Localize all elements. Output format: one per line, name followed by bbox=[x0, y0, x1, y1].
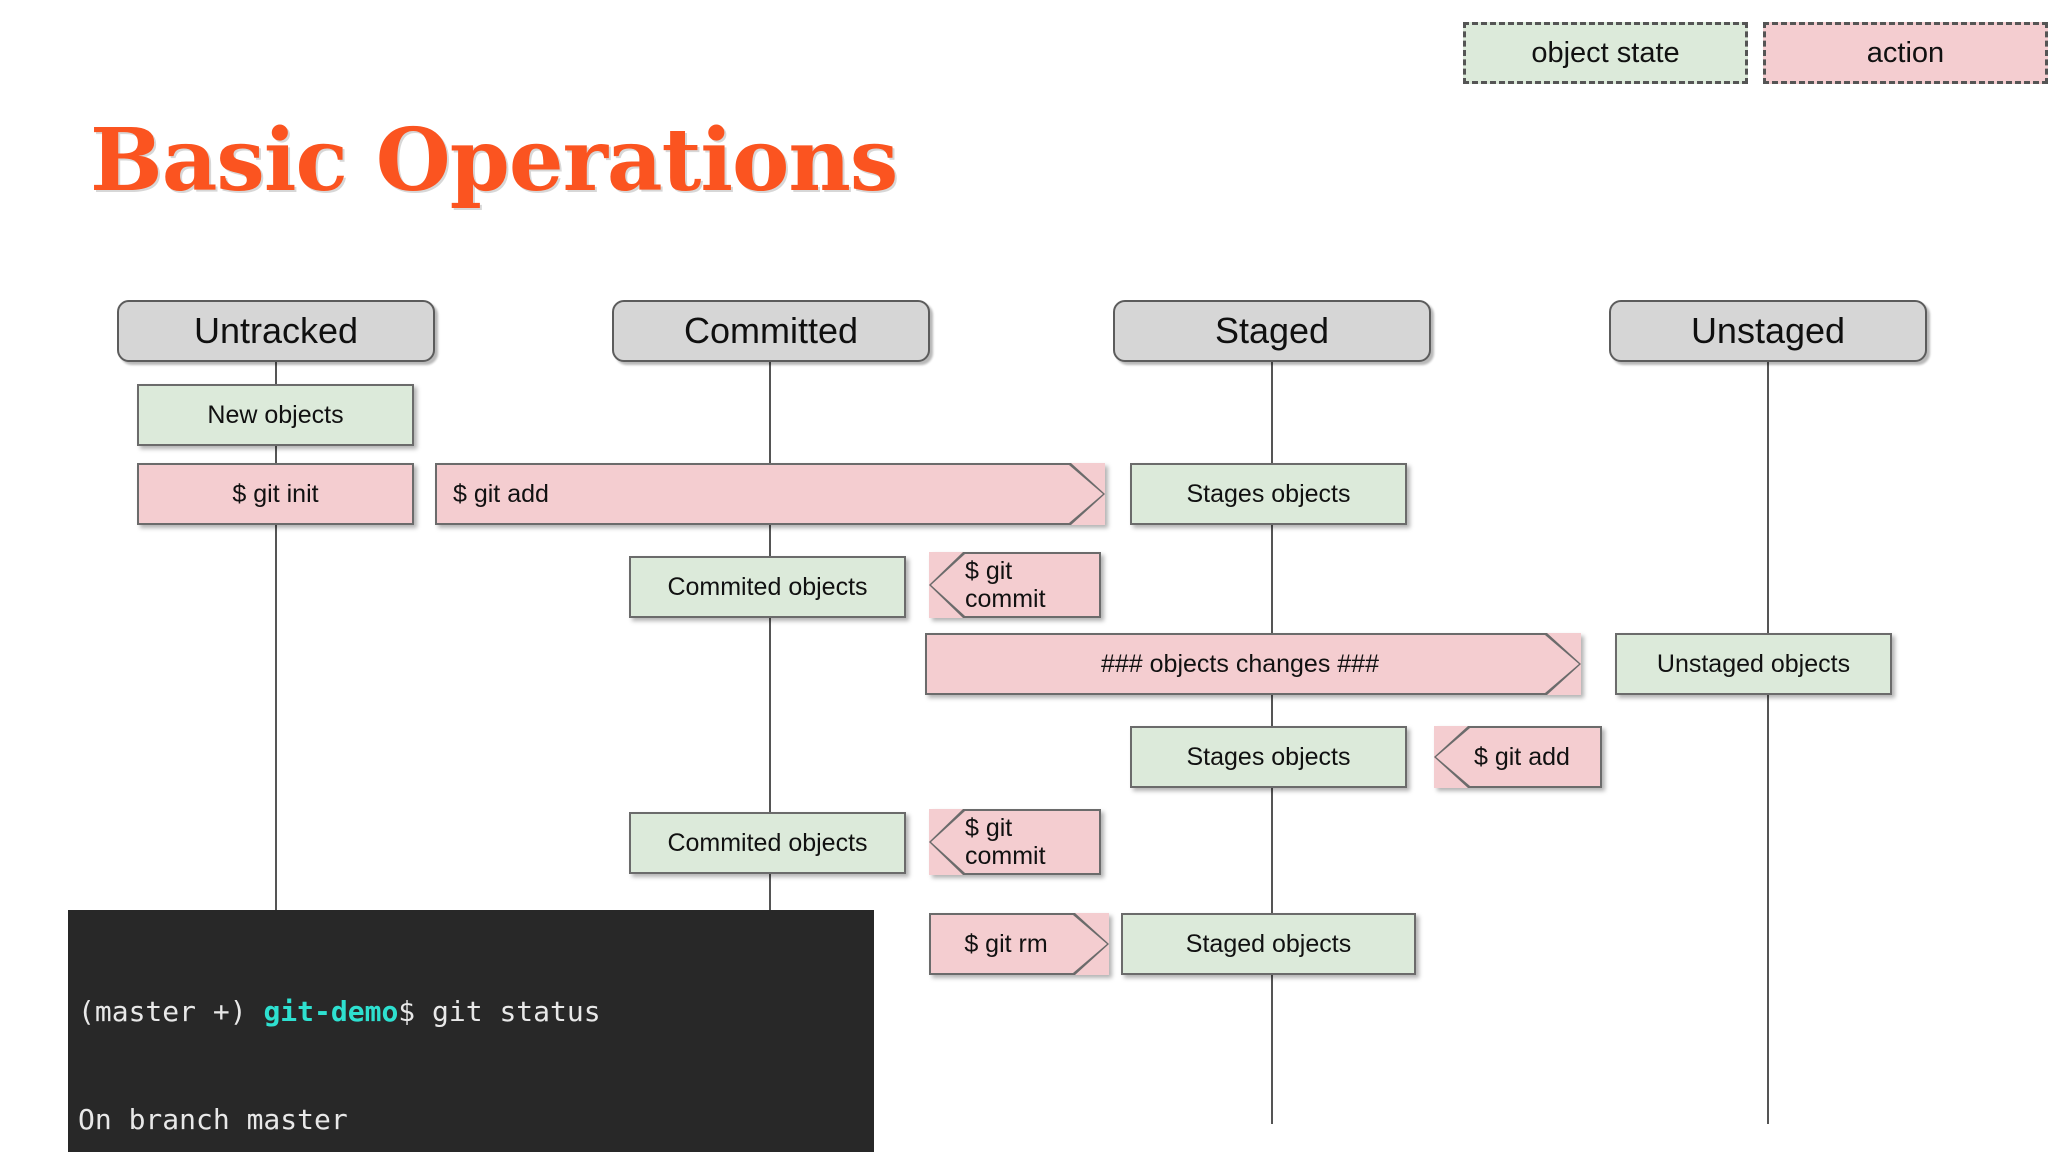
node-git-commit-1[interactable]: $ git commit bbox=[929, 552, 1101, 618]
column-header-untracked[interactable]: Untracked bbox=[117, 300, 435, 362]
node-staged-objects[interactable]: Staged objects bbox=[1121, 913, 1416, 975]
node-new-objects[interactable]: New objects bbox=[137, 384, 414, 446]
lifeline-committed bbox=[769, 344, 771, 1124]
column-header-unstaged-label: Unstaged bbox=[1690, 310, 1846, 351]
column-header-staged[interactable]: Staged bbox=[1113, 300, 1431, 362]
node-commited-objects-2-label: Commited objects bbox=[667, 829, 868, 857]
terminal-line-prompt: (master +) git-demo$ git status bbox=[78, 994, 874, 1030]
column-header-committed-label: Committed bbox=[683, 310, 859, 351]
terminal-prompt-repo: git-demo bbox=[263, 995, 399, 1028]
node-commited-objects-1[interactable]: Commited objects bbox=[629, 556, 906, 618]
node-objects-changes[interactable]: ### objects changes ### bbox=[925, 633, 1581, 695]
legend-action-label: action bbox=[1866, 36, 1945, 69]
terminal-prompt-command: $ git status bbox=[398, 995, 601, 1028]
node-git-commit-1-label: $ git commit bbox=[965, 557, 1046, 613]
column-header-staged-label: Staged bbox=[1214, 310, 1330, 351]
node-commited-objects-2[interactable]: Commited objects bbox=[629, 812, 906, 874]
node-unstaged-objects[interactable]: Unstaged objects bbox=[1615, 633, 1892, 695]
terminal-line-branch: On branch master bbox=[78, 1103, 348, 1136]
node-staged-objects-label: Staged objects bbox=[1185, 930, 1352, 958]
node-git-rm-label: $ git rm bbox=[964, 930, 1048, 958]
column-header-untracked-label: Untracked bbox=[193, 310, 359, 351]
node-git-commit-2[interactable]: $ git commit bbox=[929, 809, 1101, 875]
lifeline-unstaged bbox=[1767, 344, 1769, 1124]
node-objects-changes-label: ### objects changes ### bbox=[1101, 650, 1379, 678]
node-git-init[interactable]: $ git init bbox=[137, 463, 414, 525]
column-header-committed[interactable]: Committed bbox=[612, 300, 930, 362]
node-git-commit-2-label: $ git commit bbox=[965, 814, 1046, 870]
lifeline-untracked bbox=[275, 344, 277, 1124]
node-unstaged-objects-label: Unstaged objects bbox=[1656, 650, 1851, 678]
node-git-add-2-label: $ git add bbox=[1474, 743, 1570, 771]
node-git-add-2[interactable]: $ git add bbox=[1434, 726, 1602, 788]
terminal-prompt-branch: (master +) bbox=[78, 995, 264, 1028]
node-git-rm[interactable]: $ git rm bbox=[929, 913, 1109, 975]
terminal-panel: (master +) git-demo$ git status On branc… bbox=[68, 910, 874, 1152]
node-stages-objects-1[interactable]: Stages objects bbox=[1130, 463, 1407, 525]
node-new-objects-label: New objects bbox=[207, 401, 344, 429]
legend-object-state: object state bbox=[1463, 22, 1748, 84]
page-title: Basic Operations bbox=[90, 110, 898, 211]
node-git-init-label: $ git init bbox=[232, 480, 319, 508]
legend-object-state-label: object state bbox=[1531, 36, 1680, 69]
node-git-add-1-label: $ git add bbox=[453, 480, 549, 508]
node-stages-objects-2[interactable]: Stages objects bbox=[1130, 726, 1407, 788]
node-stages-objects-2-label: Stages objects bbox=[1186, 743, 1351, 771]
node-git-add-1[interactable]: $ git add bbox=[435, 463, 1105, 525]
node-stages-objects-1-label: Stages objects bbox=[1186, 480, 1351, 508]
column-header-unstaged[interactable]: Unstaged bbox=[1609, 300, 1927, 362]
node-commited-objects-1-label: Commited objects bbox=[667, 573, 868, 601]
legend-action: action bbox=[1763, 22, 2048, 84]
